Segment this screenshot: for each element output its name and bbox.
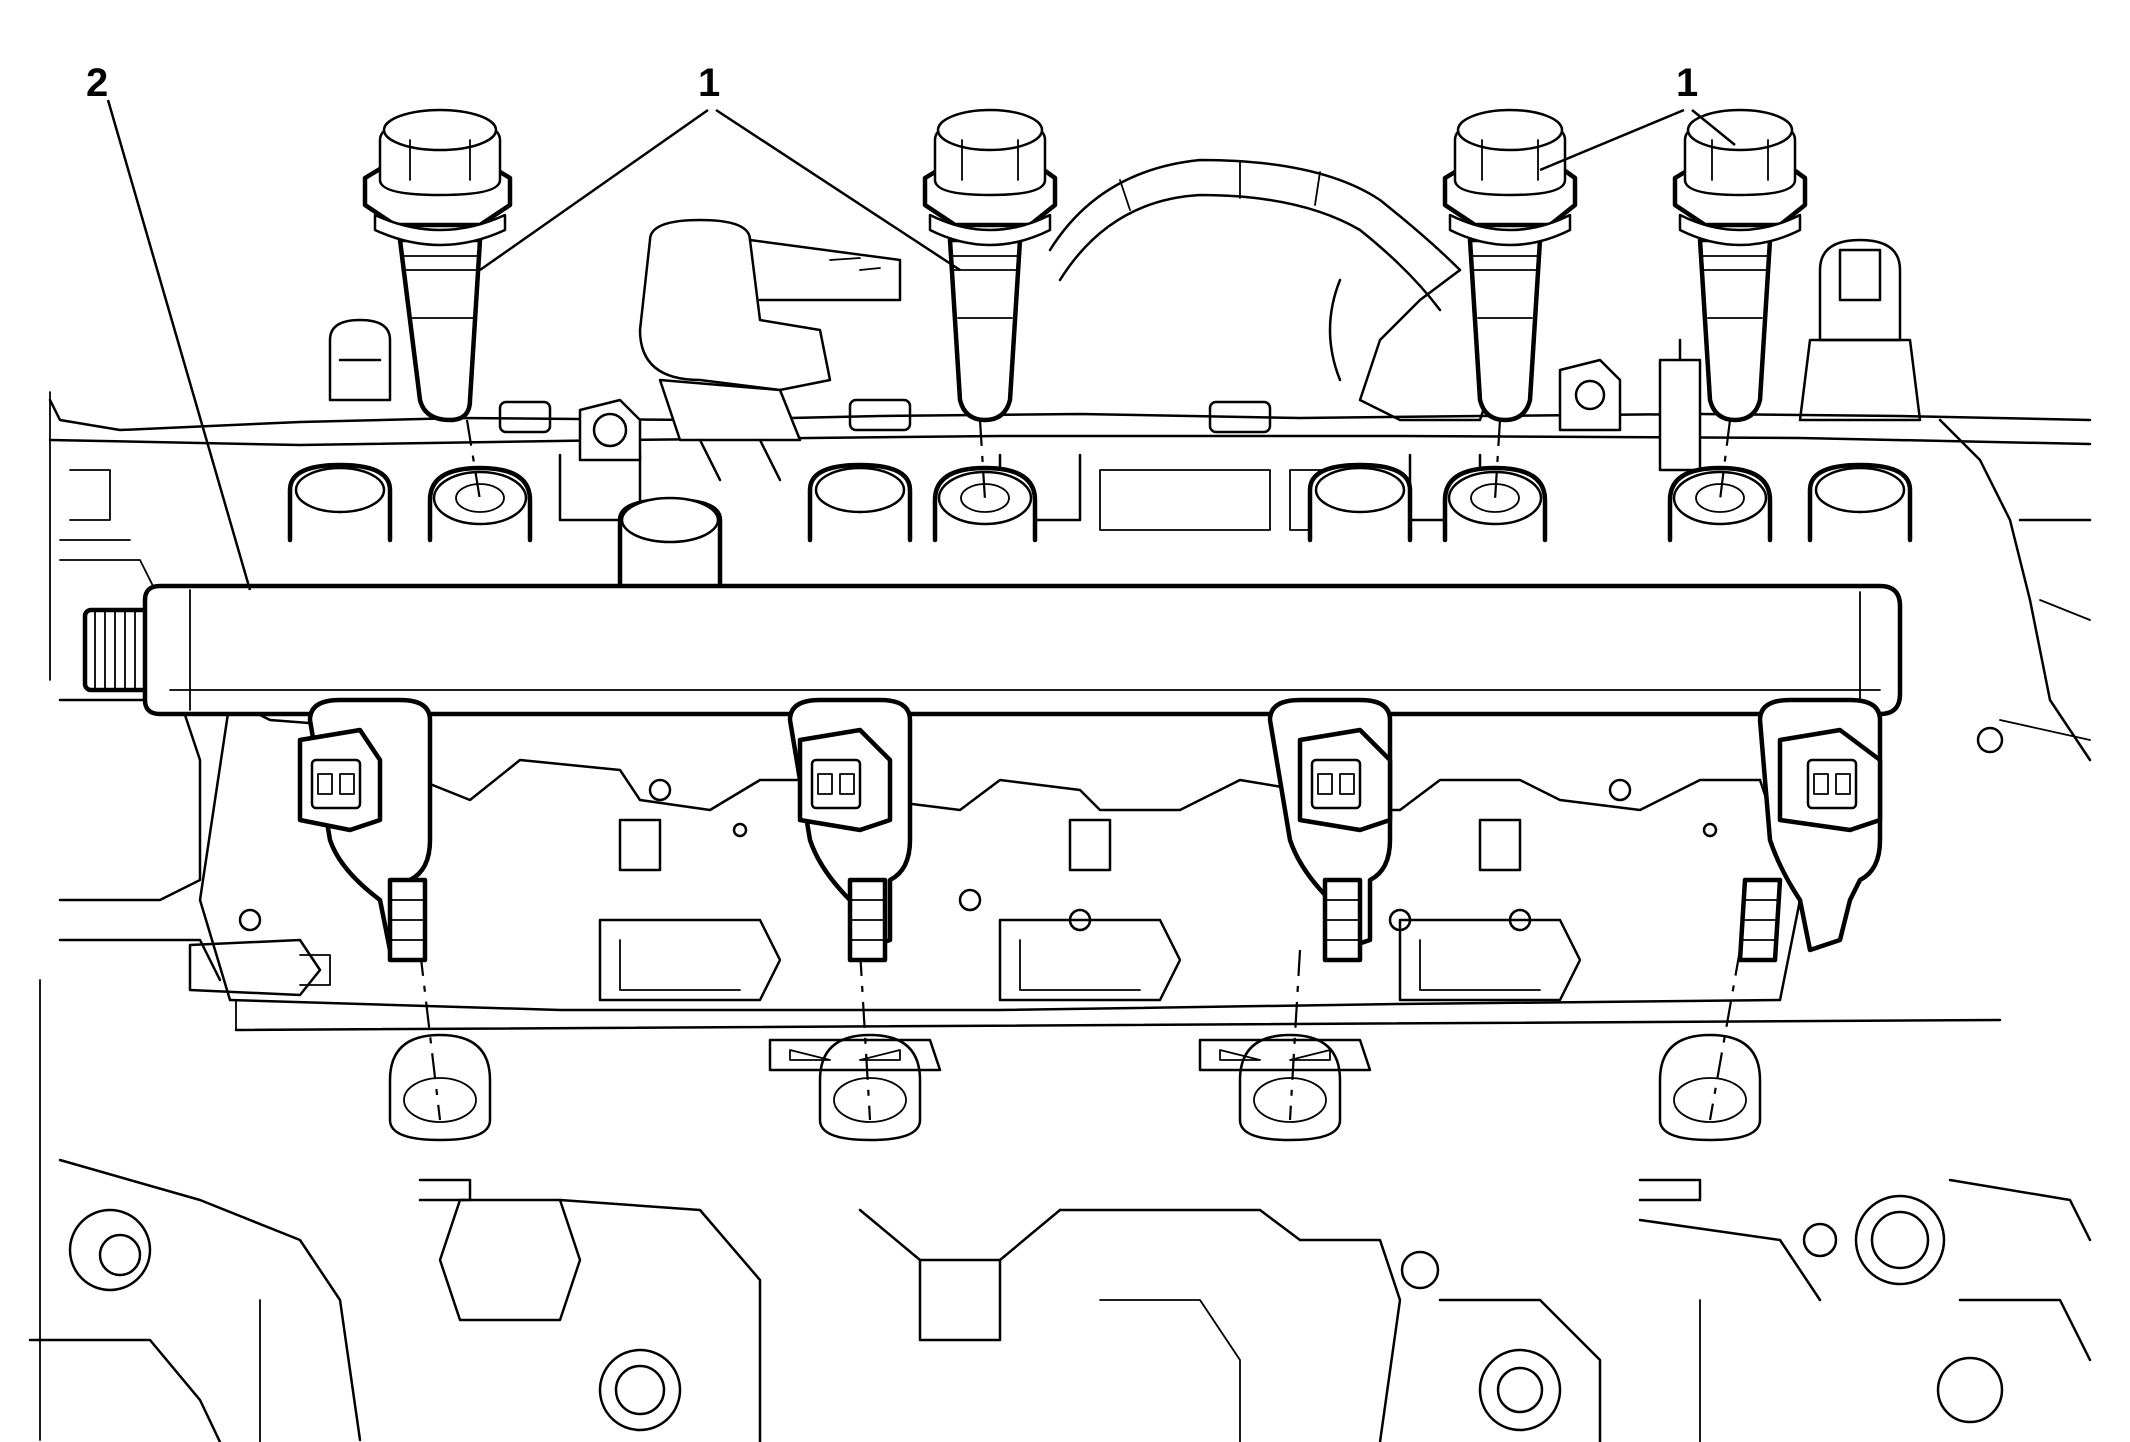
mounting-bolt-4 xyxy=(1672,108,1808,423)
upper-components xyxy=(328,158,1922,482)
callout-1-right: 1 xyxy=(1676,61,1698,105)
callout-1-left: 1 xyxy=(698,61,720,105)
callout-leaders xyxy=(106,99,1736,591)
fuel-injector-2 xyxy=(787,697,913,963)
mounting-bolt-3 xyxy=(1442,108,1578,423)
leader-callout-1-right-a xyxy=(1539,108,1685,172)
leader-callout-1-right-b xyxy=(1691,109,1736,146)
fuel-injector-1 xyxy=(297,697,433,963)
leader-callout-1-left-b xyxy=(715,108,961,272)
callout-labels: 2 1 1 xyxy=(86,61,1698,105)
mounting-bolts xyxy=(362,108,1808,423)
fuel-injector-3 xyxy=(1267,697,1393,963)
fuel-injector-4 xyxy=(1737,697,1883,963)
fuel-injectors xyxy=(297,697,1883,963)
cylinder-head-background xyxy=(28,391,2092,1442)
leader-callout-1-left-a xyxy=(479,108,709,272)
mounting-bolt-2 xyxy=(922,108,1058,423)
bolt-bosses xyxy=(287,462,1913,613)
bolt-centerlines xyxy=(418,419,1742,1121)
fuel-rail-inlet-fitting xyxy=(82,607,163,693)
leader-callout-2 xyxy=(106,99,252,591)
fuel-rail xyxy=(82,583,1903,717)
mounting-bolt-1 xyxy=(362,108,513,423)
callout-2: 2 xyxy=(86,61,108,105)
